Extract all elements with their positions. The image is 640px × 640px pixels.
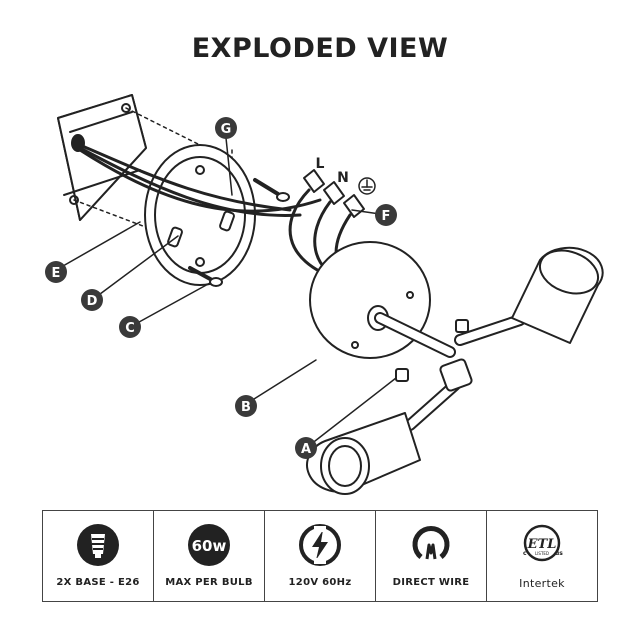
mounting-bracket	[144, 144, 256, 286]
ground-icon	[358, 177, 376, 195]
spec-certification: ETL c us LISTED Intertek	[487, 511, 597, 601]
bulb-base-icon	[77, 524, 119, 566]
spec-label: 2X BASE - E26	[56, 577, 140, 588]
etl-icon: ETL c us LISTED	[523, 524, 563, 562]
wattage-icon: 60w	[188, 524, 230, 566]
spec-direct-wire: DIRECT WIRE	[376, 511, 487, 601]
svg-text:C: C	[125, 321, 135, 336]
callout-e: E	[45, 261, 67, 283]
callout-g: G	[215, 117, 237, 139]
spec-label: DIRECT WIRE	[392, 577, 470, 588]
fixture-arm	[374, 312, 526, 431]
spec-label: MAX PER BULB	[165, 577, 253, 588]
wire-nuts	[303, 169, 365, 218]
lightning-icon	[299, 524, 341, 566]
callout-d: D	[81, 289, 103, 311]
callout-f: F	[375, 204, 397, 226]
svg-text:us: us	[555, 550, 563, 557]
spec-label: 120V 60Hz	[288, 577, 352, 588]
specs-panel: 2X BASE - E26 60w MAX PER BULB 120V 60Hz…	[42, 510, 598, 602]
mounting-screw	[188, 178, 290, 287]
callout-b: B	[235, 395, 257, 417]
spec-base: 2X BASE - E26	[43, 511, 154, 601]
set-screws	[395, 319, 469, 382]
canopy-backplate	[309, 241, 431, 359]
svg-text:E: E	[52, 266, 61, 281]
callout-a: A	[295, 437, 317, 459]
svg-text:c: c	[523, 550, 527, 557]
svg-text:B: B	[241, 400, 251, 415]
leader-lines	[55, 137, 397, 449]
supply-wires	[78, 143, 322, 217]
lower-socket	[306, 412, 421, 495]
svg-text:60w: 60w	[192, 537, 227, 555]
direct-wire-icon	[412, 526, 450, 560]
upper-socket	[511, 246, 604, 344]
wire-label-line: L	[316, 156, 325, 172]
svg-text:ETL: ETL	[527, 537, 557, 552]
svg-text:LISTED: LISTED	[535, 551, 549, 556]
spec-label: Intertek	[519, 577, 565, 590]
svg-text:G: G	[221, 122, 232, 137]
spec-wattage: 60w MAX PER BULB	[154, 511, 265, 601]
junction-box	[57, 94, 147, 221]
callout-c: C	[119, 316, 141, 338]
page-title: EXPLODED VIEW	[191, 33, 449, 64]
svg-text:A: A	[301, 442, 311, 457]
svg-text:D: D	[87, 294, 98, 309]
wire-label-neutral: N	[337, 170, 349, 186]
svg-text:F: F	[382, 209, 391, 224]
spec-voltage: 120V 60Hz	[265, 511, 376, 601]
